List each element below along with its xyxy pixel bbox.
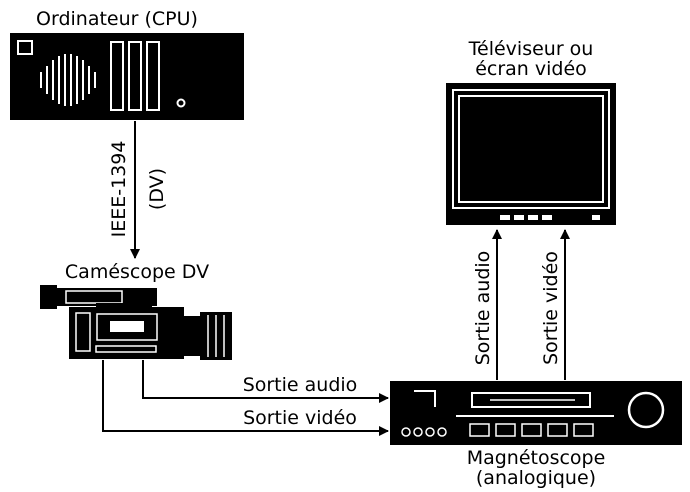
- camcorder-icon: [40, 285, 232, 360]
- tv-label-line2: écran vidéo: [475, 58, 587, 80]
- ieee-1394-label: IEEE-1394: [108, 141, 130, 238]
- television-icon: [446, 83, 616, 225]
- speaker-grille: [40, 54, 96, 106]
- vcr-icon: [390, 381, 682, 445]
- computer-label: Ordinateur (CPU): [36, 8, 198, 30]
- camcorder-audio-output-label: Sortie audio: [243, 374, 358, 396]
- vcr-video-output-label: Sortie vidéo: [540, 251, 562, 365]
- camcorder-label: Caméscope DV: [65, 261, 209, 283]
- vcr-label-line2: (analogique): [476, 467, 596, 489]
- dv-label: (DV): [146, 168, 168, 210]
- computer-tower-icon: [10, 33, 244, 120]
- tv-label-line1: Téléviseur ou: [468, 38, 594, 60]
- camcorder-video-output-label: Sortie vidéo: [243, 407, 357, 429]
- vcr-label-line1: Magnétoscope: [467, 447, 606, 469]
- vcr-audio-output-label: Sortie audio: [472, 251, 494, 366]
